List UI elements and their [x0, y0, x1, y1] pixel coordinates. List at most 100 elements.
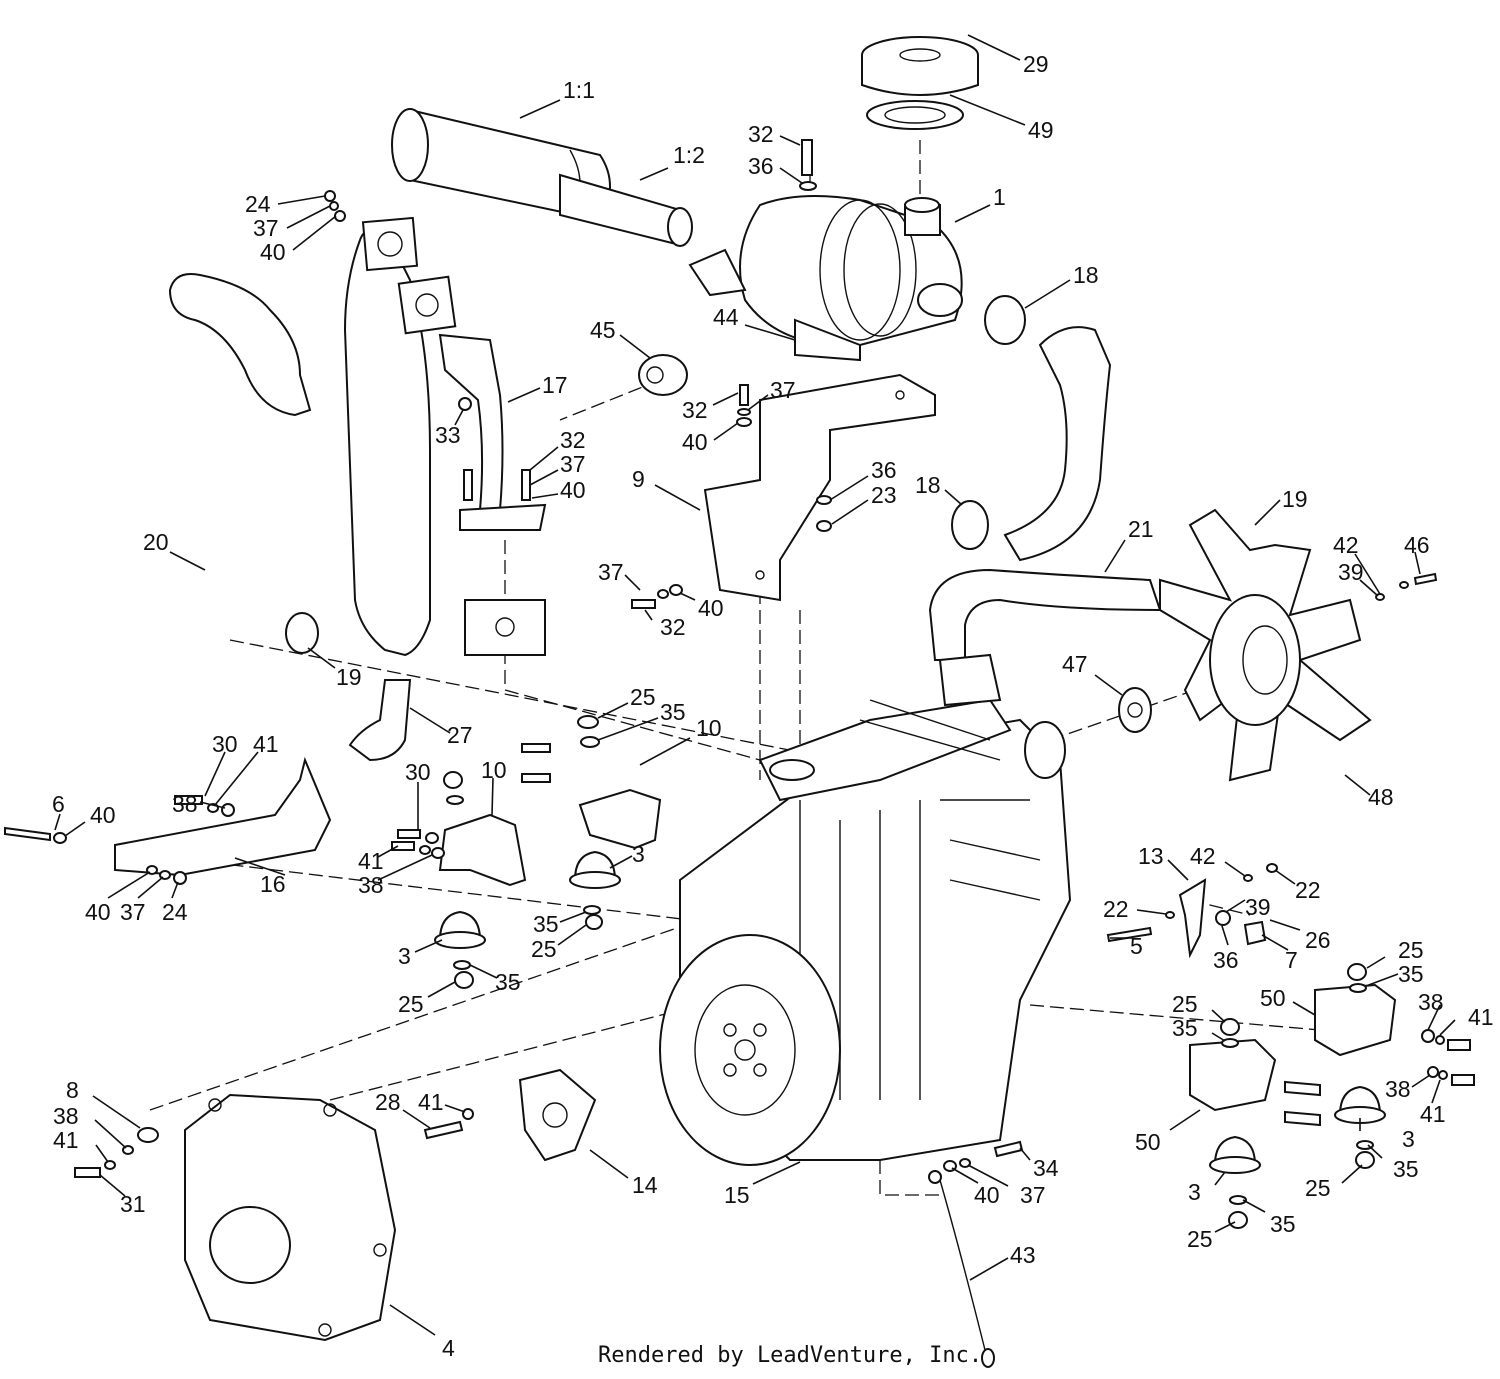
- callout: 9: [632, 466, 645, 492]
- callout: 3: [632, 841, 645, 867]
- callout: 25: [1398, 937, 1424, 963]
- callout: 41: [418, 1089, 444, 1115]
- callout: 40: [698, 595, 724, 621]
- callout: 18: [1073, 262, 1099, 288]
- throttle-bracket: [1178, 878, 1207, 959]
- hose-clamp-lower: [951, 500, 989, 550]
- callout: 4: [442, 1335, 455, 1361]
- callout: 10: [696, 715, 722, 741]
- cooling-fan: [1159, 508, 1372, 782]
- callout: 28: [375, 1089, 401, 1115]
- air-cleaner-bracket: [703, 373, 936, 602]
- callout: 38: [358, 872, 384, 898]
- callout: 42: [1190, 843, 1216, 869]
- callout: 37: [560, 451, 586, 477]
- callout: 49: [1028, 117, 1054, 143]
- callout: 37: [1020, 1182, 1046, 1208]
- engine-mount-left: [434, 910, 486, 949]
- callout: 40: [260, 239, 286, 265]
- callout: 40: [85, 899, 111, 925]
- callout: 35: [660, 699, 686, 725]
- callout: 41: [1468, 1004, 1494, 1030]
- callout: 1: [993, 184, 1006, 210]
- hose-clamp-upper: [984, 295, 1026, 345]
- callout: 24: [245, 191, 271, 217]
- callout: 25: [1305, 1175, 1331, 1201]
- callout: 17: [542, 372, 568, 398]
- mount-bracket-50-lower: [1189, 1038, 1277, 1112]
- callout: 26: [1305, 927, 1331, 953]
- callout: 20: [143, 529, 169, 555]
- callout: 32: [682, 397, 708, 423]
- callout: 13: [1138, 843, 1164, 869]
- mount-bracket-10-right: [578, 788, 662, 850]
- callout: 29: [1023, 51, 1049, 77]
- callout: 36: [871, 457, 897, 483]
- callout: 37: [598, 559, 624, 585]
- callout: 40: [682, 429, 708, 455]
- callout: 19: [1282, 486, 1308, 512]
- callout: 31: [120, 1191, 146, 1217]
- callout: 38: [172, 791, 198, 817]
- callout: 37: [253, 215, 279, 241]
- callout: 44: [713, 304, 739, 330]
- callout: 38: [53, 1103, 79, 1129]
- callout: 35: [495, 969, 521, 995]
- callout: 35: [1270, 1211, 1296, 1237]
- callout: 30: [212, 731, 238, 757]
- callout: 27: [447, 722, 473, 748]
- mount-bracket-10-left: [438, 813, 527, 887]
- callout: 34: [1033, 1155, 1059, 1181]
- callout: 18: [915, 472, 941, 498]
- callout: 1:1: [563, 77, 595, 103]
- callout: 25: [398, 991, 424, 1017]
- air-cleaner-body: [688, 195, 963, 362]
- precleaner-cap: [861, 36, 979, 96]
- callout: 39: [1338, 559, 1364, 585]
- precleaner-screen: [866, 100, 964, 130]
- lower-radiator-hose: [168, 273, 312, 417]
- render-credit: Rendered by LeadVenture, Inc.: [598, 1343, 982, 1368]
- callout: 38: [1385, 1076, 1411, 1102]
- hose-clamp-20: [285, 612, 319, 654]
- callout: 39: [1245, 894, 1271, 920]
- leader-lines: [54, 34, 1456, 1336]
- callout: 40: [560, 477, 586, 503]
- callout: 22: [1295, 877, 1321, 903]
- callout: 25: [531, 936, 557, 962]
- callout: 25: [1172, 991, 1198, 1017]
- callout: 19: [336, 664, 362, 690]
- callout: 35: [1398, 961, 1424, 987]
- dust-valve: [638, 354, 688, 396]
- callout: 33: [435, 422, 461, 448]
- callout: 40: [974, 1182, 1000, 1208]
- mount-bracket-50-upper: [1314, 983, 1397, 1057]
- exhaust-pipe: [397, 275, 547, 656]
- callout-labels: 1:1 1:2 1 29 49 32 36 24 37 40 18 45 44 …: [52, 51, 1494, 1361]
- coupler: [518, 1068, 597, 1162]
- engine-mount-right: [1334, 1085, 1386, 1124]
- callout: 48: [1368, 784, 1394, 810]
- callout: 25: [1187, 1226, 1213, 1252]
- callout: 23: [871, 482, 897, 508]
- callout: 32: [660, 614, 686, 640]
- callout: 32: [748, 121, 774, 147]
- callout: 41: [358, 848, 384, 874]
- flywheel-housing: [184, 1093, 397, 1342]
- callout: 24: [162, 899, 188, 925]
- engine-mount-right-lower: [1209, 1135, 1261, 1174]
- muffler: [343, 216, 431, 657]
- callout: 6: [52, 791, 65, 817]
- fasteners: [3, 139, 1475, 1229]
- callout: 1:2: [673, 142, 705, 168]
- callout: 3: [1402, 1126, 1415, 1152]
- callout: 25: [630, 684, 656, 710]
- callout: 36: [748, 153, 774, 179]
- callout: 45: [590, 317, 616, 343]
- callout: 41: [53, 1127, 79, 1153]
- callout: 35: [1172, 1015, 1198, 1041]
- callout: 7: [1285, 947, 1298, 973]
- inner-filter-element: [559, 173, 693, 247]
- callout: 5: [1130, 933, 1143, 959]
